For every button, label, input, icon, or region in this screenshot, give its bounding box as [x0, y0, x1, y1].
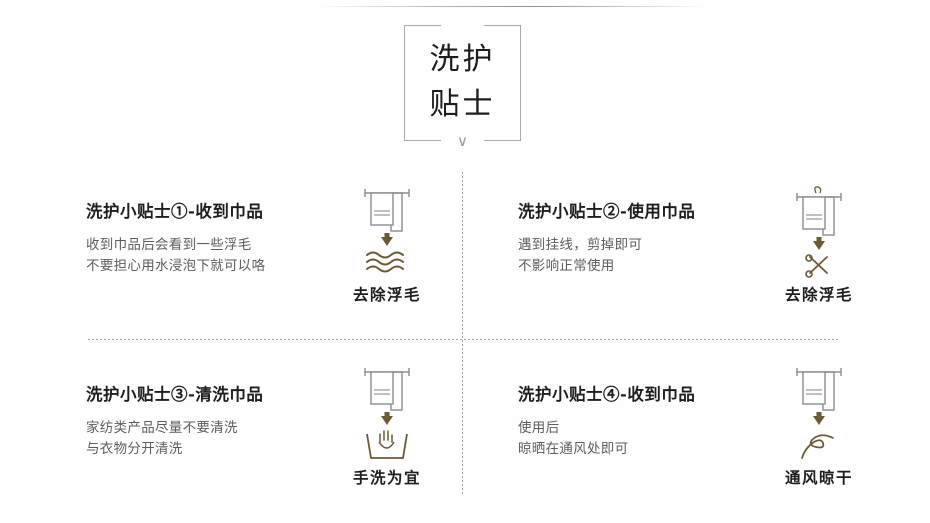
tip-icon-label-2: 去除浮毛: [784, 285, 853, 304]
towel-airdry-icon: [783, 368, 855, 464]
page-title-frame: 洗护贴士 ∨: [404, 25, 521, 150]
towel-waves-icon: [351, 185, 423, 281]
tip-icon-column-2: 去除浮毛: [756, 185, 882, 305]
tip-icon-label-1: 去除浮毛: [352, 285, 421, 304]
tip-body-4: 使用后 晾晒在通风处即可: [518, 420, 629, 457]
tip-heading-2: 洗护小贴士②-使用巾品: [518, 202, 696, 221]
tip-card-3: 洗护小贴士③-清洗巾品 家纺类产品尽量不要清洗 与衣物分开清洗: [86, 368, 460, 508]
frame-corner-bottom-left-icon: [404, 104, 441, 141]
tip-body-3: 家纺类产品尽量不要清洗 与衣物分开清洗: [86, 420, 238, 457]
horizontal-divider: [88, 339, 840, 340]
vertical-divider: [462, 172, 463, 495]
towel-scissors-icon: [783, 185, 855, 281]
frame-corner-top-left-icon: [404, 25, 441, 62]
tip-card-4: 洗护小贴士④-收到巾品 使用后 晾晒在通风处即可: [518, 368, 892, 508]
frame-side-right: [520, 61, 521, 105]
tip-heading-1: 洗护小贴士①-收到巾品: [86, 202, 264, 221]
tip-icon-column-3: 手洗为宜: [324, 368, 450, 488]
chevron-down-icon: ∨: [450, 134, 475, 150]
frame-corner-top-right-icon: [484, 25, 521, 62]
tip-heading-3: 洗护小贴士③-清洗巾品: [86, 385, 264, 404]
tip-icon-column-1: 去除浮毛: [324, 185, 450, 305]
frame-corner-bottom-right-icon: [484, 104, 521, 141]
tip-icon-label-4: 通风晾干: [784, 468, 853, 487]
towel-handwash-icon: [351, 368, 423, 464]
frame-side-left: [404, 61, 405, 105]
tip-card-1: 洗护小贴士①-收到巾品 收到巾品后会看到一些浮毛 不要担心用水浸泡下就可以咯: [86, 185, 460, 325]
tip-icon-column-4: 通风晾干: [756, 368, 882, 488]
tip-card-2: 洗护小贴士②-使用巾品 遇到挂线，剪掉即可 不影响正常使用: [518, 185, 892, 325]
tip-body-1: 收到巾品后会看到一些浮毛 不要担心用水浸泡下就可以咯: [86, 237, 266, 274]
tip-text-block-3: 洗护小贴士③-清洗巾品 家纺类产品尽量不要清洗 与衣物分开清洗: [86, 368, 318, 460]
page-title-line-2: 贴士: [429, 87, 496, 122]
tip-text-block-4: 洗护小贴士④-收到巾品 使用后 晾晒在通风处即可: [518, 368, 750, 460]
tip-heading-4: 洗护小贴士④-收到巾品: [518, 385, 696, 404]
tip-icon-label-3: 手洗为宜: [352, 468, 421, 487]
page-title-line-1: 洗护: [429, 42, 496, 77]
page-title: 洗护贴士: [404, 37, 521, 127]
tip-text-block-2: 洗护小贴士②-使用巾品 遇到挂线，剪掉即可 不影响正常使用: [518, 185, 750, 277]
tip-body-2: 遇到挂线，剪掉即可 不影响正常使用: [518, 237, 643, 274]
tip-text-block-1: 洗护小贴士①-收到巾品 收到巾品后会看到一些浮毛 不要担心用水浸泡下就可以咯: [86, 185, 318, 277]
top-hairline-decoration: [318, 6, 708, 7]
